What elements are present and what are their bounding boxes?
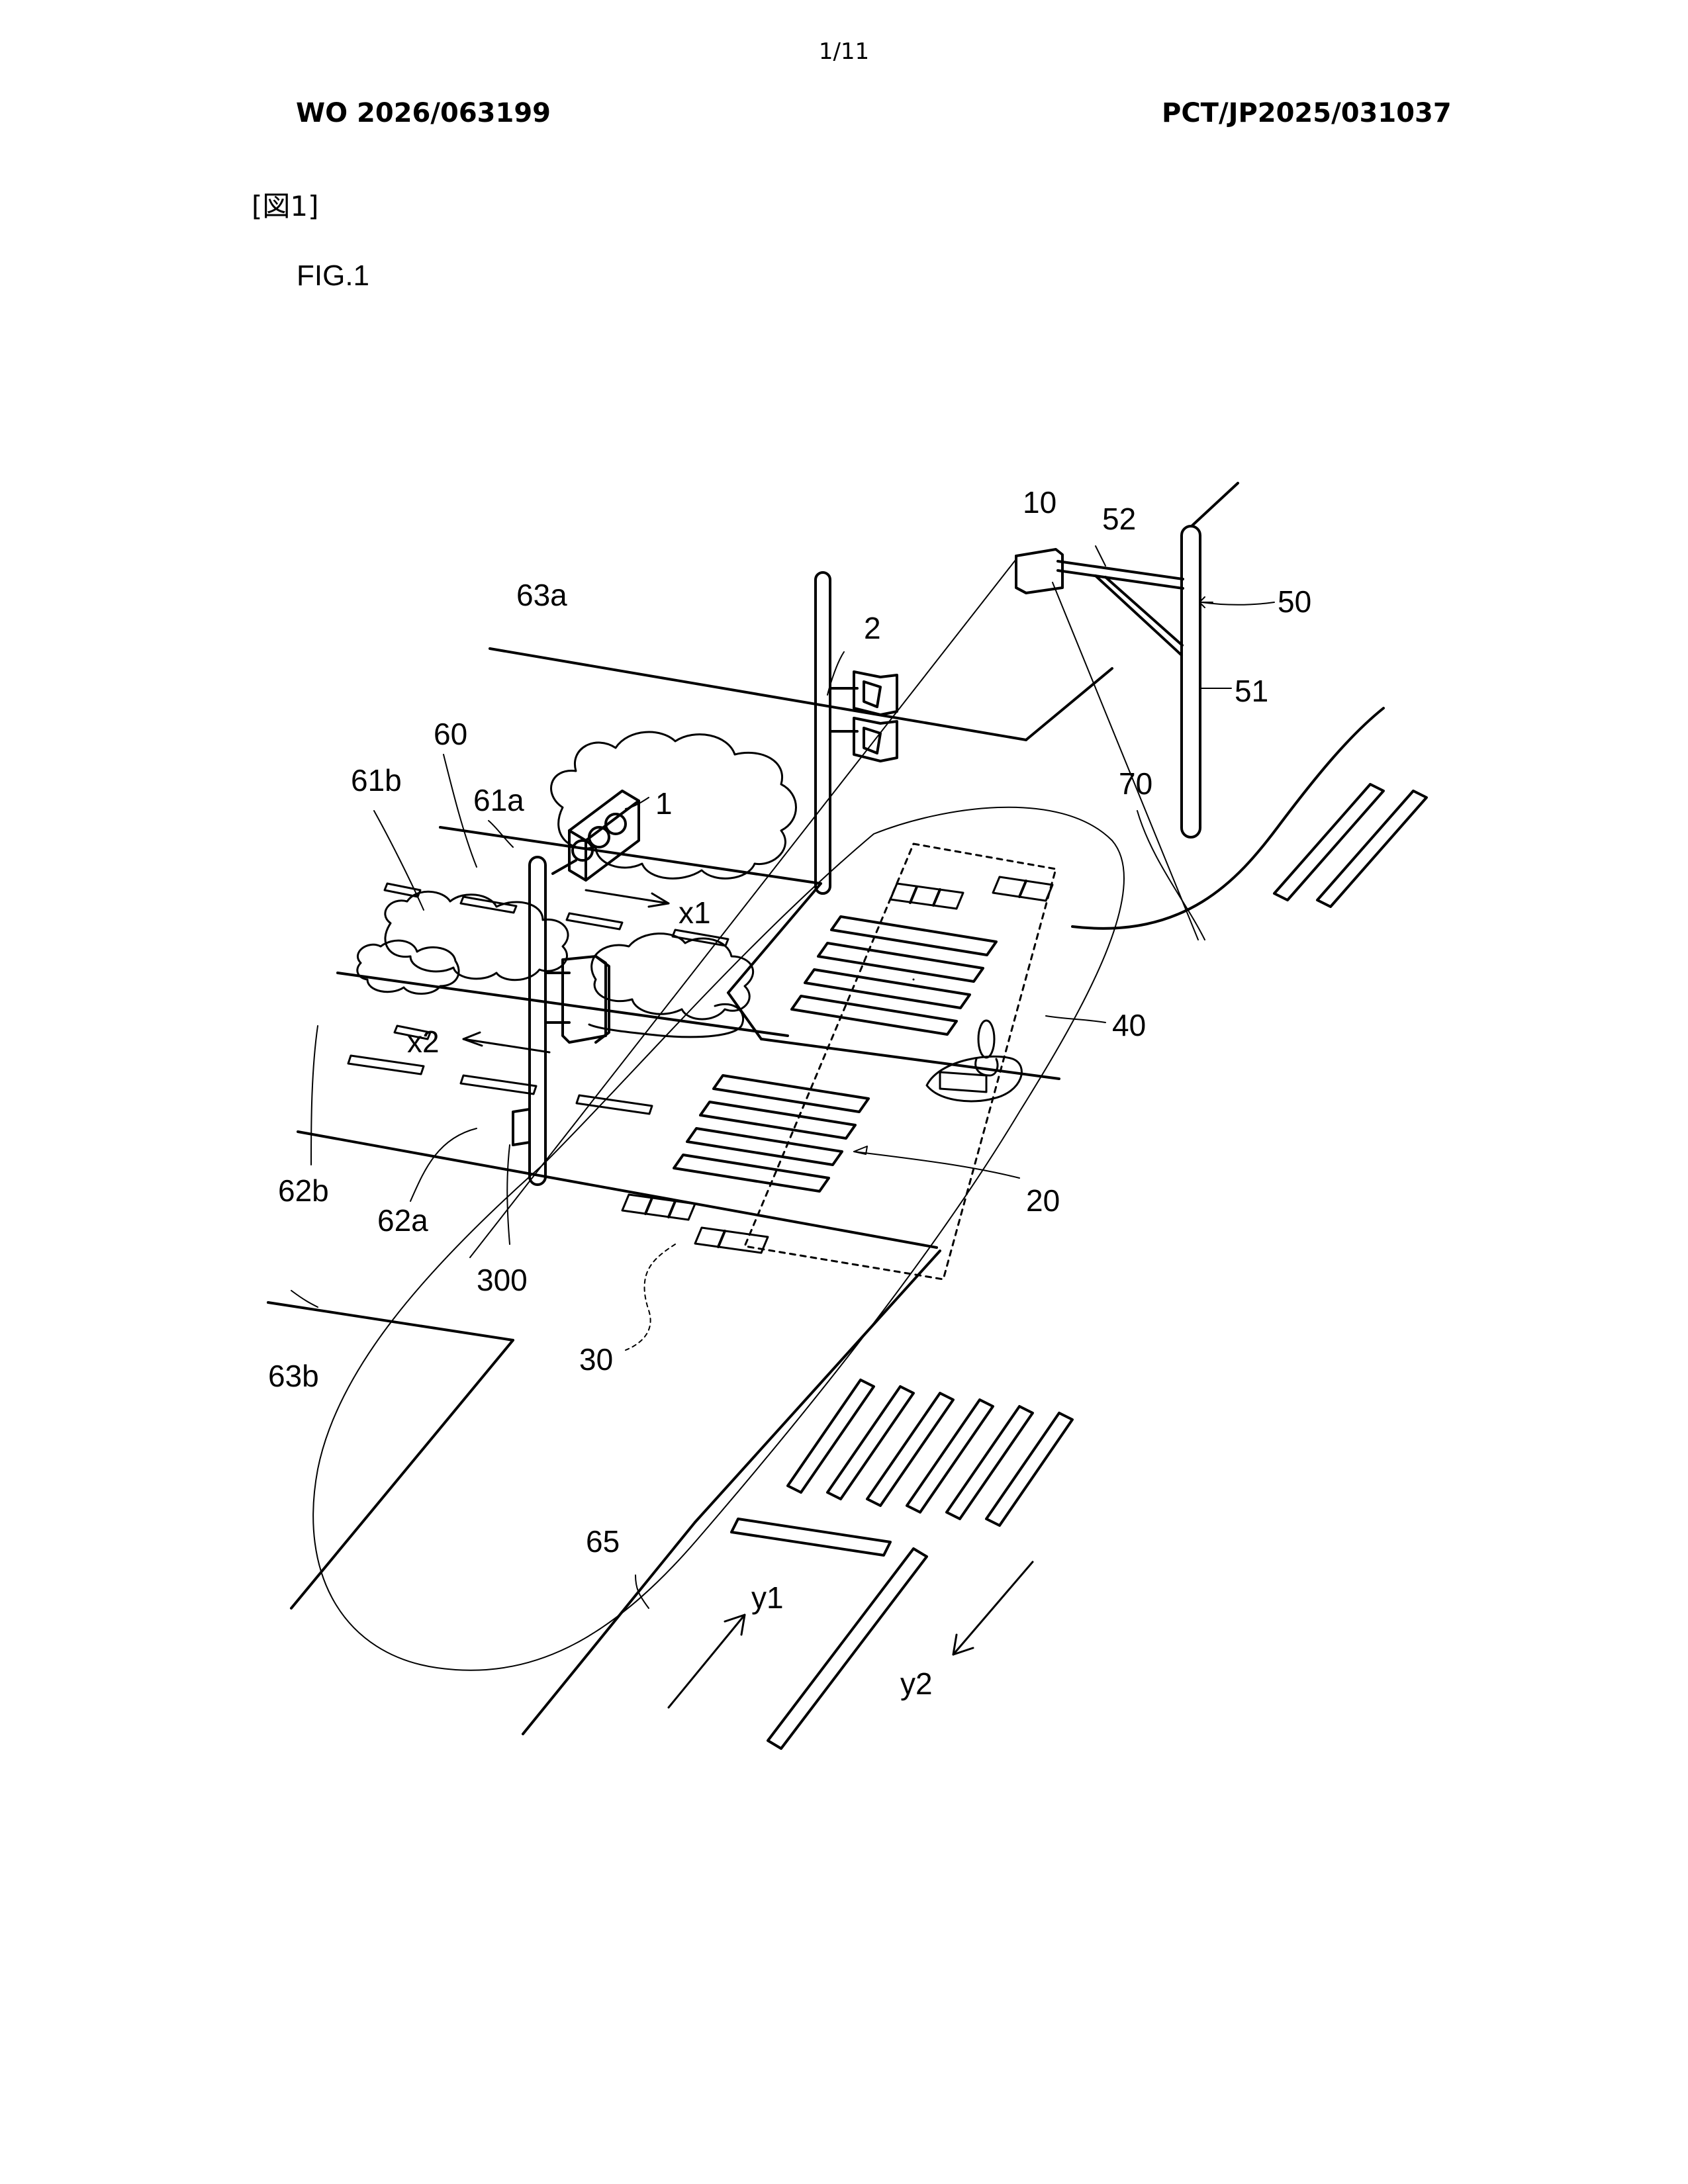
label-20: 20 <box>1026 1183 1060 1218</box>
label-50: 50 <box>1278 584 1311 619</box>
label-63b: 63b <box>268 1359 319 1393</box>
label-40: 40 <box>1112 1008 1146 1042</box>
label-62a: 62a <box>377 1203 428 1238</box>
direction-arrows <box>463 890 1033 1707</box>
label-51: 51 <box>1235 674 1268 708</box>
label-300: 300 <box>477 1263 528 1297</box>
label-x1: x1 <box>679 895 711 930</box>
label-63a: 63a <box>516 578 567 612</box>
leader-lines <box>291 546 1274 1608</box>
lane-dashes <box>348 884 728 1114</box>
label-10: 10 <box>1023 485 1056 520</box>
camera-pole-50 <box>1016 526 1200 837</box>
label-61b: 61b <box>351 763 402 797</box>
label-30: 30 <box>579 1342 613 1377</box>
label-2: 2 <box>864 611 881 645</box>
label-61a: 61a <box>473 783 524 817</box>
label-y2: y2 <box>900 1666 933 1701</box>
label-70: 70 <box>1119 766 1152 801</box>
label-65: 65 <box>586 1524 620 1559</box>
label-x2: x2 <box>407 1024 440 1059</box>
label-60: 60 <box>434 717 467 751</box>
label-1: 1 <box>655 786 673 821</box>
label-y1: y1 <box>751 1580 784 1615</box>
label-52: 52 <box>1102 502 1136 536</box>
label-62b: 62b <box>278 1173 329 1208</box>
signal-pole-300 <box>513 857 609 1185</box>
crosswalk-20 <box>674 917 996 1191</box>
reference-numerals: 10 52 50 51 63a 2 70 60 61b 61a 1 x1 x2 … <box>268 485 1311 1701</box>
signal-pole-2 <box>816 572 897 893</box>
